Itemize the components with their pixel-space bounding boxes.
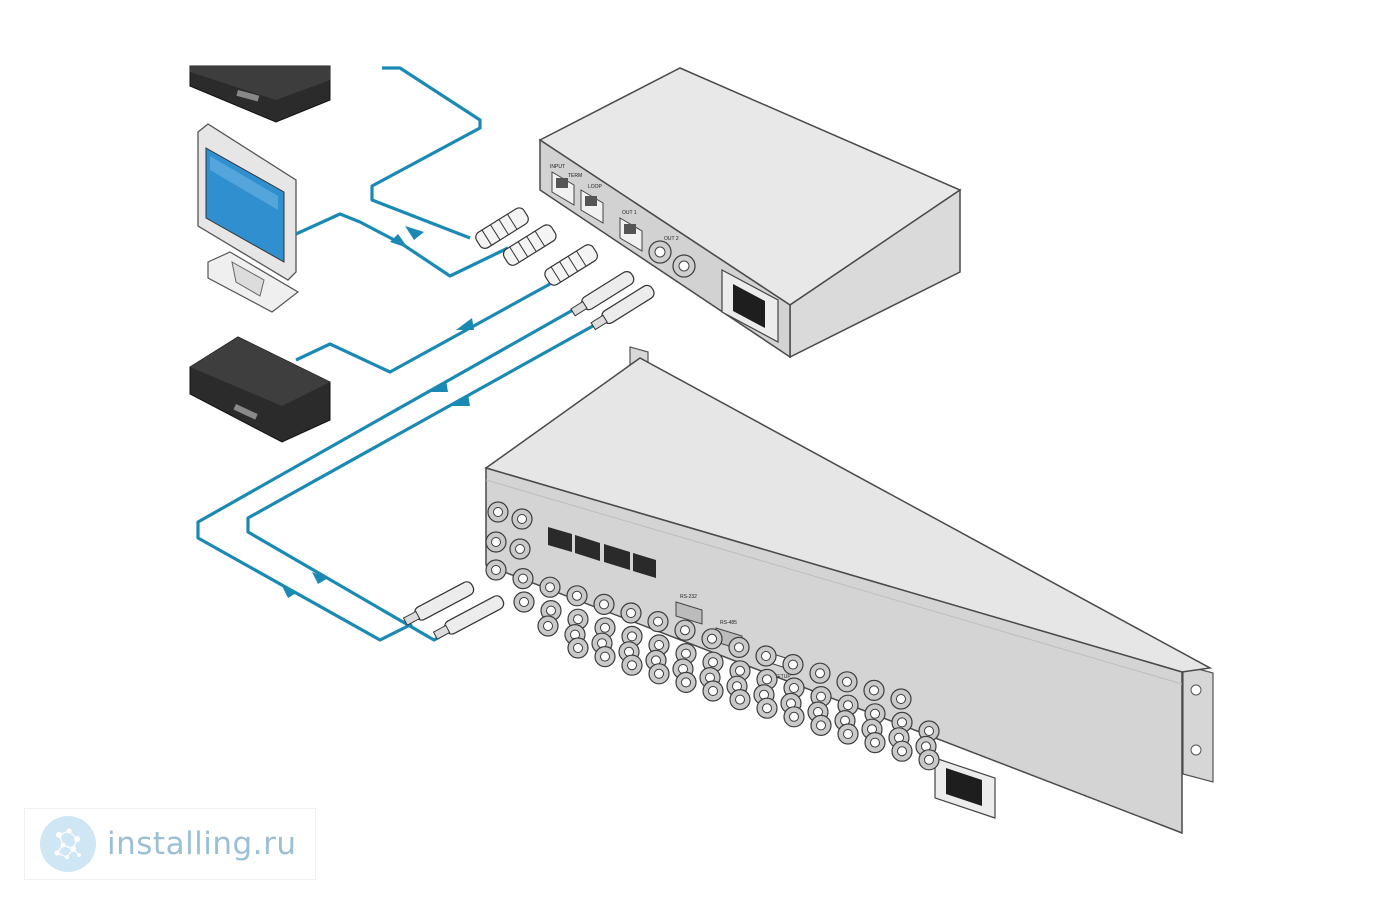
bnc-connector [701,628,723,650]
rack-ear-front [1182,664,1214,783]
bnc-connector [728,636,750,659]
bnc-connector [512,567,534,590]
watermark-text: installing.ru [107,826,297,862]
distribution-amplifier: INPUT TERM LOOP OUT 1 OUT 2 [538,67,962,359]
cable-out2-to-switcher-a [196,304,581,642]
rack-ear-hole [1190,684,1202,696]
plug-loop [502,224,557,266]
vcr-top [189,65,331,123]
bnc-connector [890,688,912,710]
input-label: INPUT [550,164,565,170]
plug-out1 [544,244,598,286]
cable-loop-to-monitor [295,212,509,278]
bnc-connector [513,591,535,613]
rs232-label: RS-232 [680,594,697,600]
bnc-connector [702,680,724,702]
bnc-plug-a [570,271,635,317]
bnc-connector [675,642,697,665]
bnc-connector-array [485,501,940,771]
bnc-connector [620,602,642,624]
bnc-connector [509,538,531,560]
watermark: installing.ru [24,808,316,880]
bnc-plug-b [590,284,655,331]
bnc-connector [755,645,777,667]
bnc-connector [675,671,697,694]
bnc-connector [918,749,940,771]
matrix-switcher: RS-232 RS-485 SETUP [484,346,1214,835]
bnc-connector [836,671,858,693]
bnc-connector [537,615,559,637]
amp-bnc-out1 [648,240,672,264]
bnc-connector [485,559,507,581]
amp-bnc-out2 [672,254,696,278]
bnc-connector [594,645,616,668]
bnc-connector [837,723,859,745]
bnc-connector [864,731,886,754]
cable-plugs [402,207,655,640]
bnc-connector [567,637,589,659]
bnc-connector [593,593,615,616]
bnc-connector [783,706,805,728]
bnc-connector [539,576,561,598]
vcr-bottom [189,336,331,443]
switcher-front-panel [485,466,1183,835]
monitor [197,123,300,313]
bnc-connector [487,501,509,523]
cable-out1-to-vcr [295,282,551,374]
bnc-connector [485,531,507,553]
rs485-label: RS-485 [720,620,737,626]
bnc-connector [809,662,831,684]
rack-ear-hole [1190,744,1202,756]
loop-label: LOOP [588,184,603,190]
cable-vcr-to-input [370,66,482,240]
out1-label: OUT 1 [622,210,637,216]
plug-input [475,207,529,249]
bnc-connector [566,585,588,607]
bnc-connector [810,714,832,737]
bnc-connector [782,653,804,676]
bnc-connector [756,697,778,719]
out2-label: OUT 2 [664,236,679,242]
signal-cables [196,66,601,642]
terminal-block [548,527,656,578]
bnc-connector [863,679,885,702]
network-globe-icon [40,816,96,872]
term-label: TERM [568,173,582,179]
bnc-connector [647,610,669,633]
bnc-plug-d [432,595,505,640]
bnc-plug-c [402,581,475,626]
amp-power-inlet [721,268,779,344]
bnc-connector [621,654,643,676]
bnc-connector [511,508,533,530]
bnc-connector [648,663,670,685]
bnc-connector [891,740,913,762]
power-inlet [934,757,996,819]
setup-label: SETUP [774,674,791,680]
bnc-connector [729,688,751,711]
rs232-port: RS-232 [675,594,703,625]
bnc-connector [674,619,696,641]
